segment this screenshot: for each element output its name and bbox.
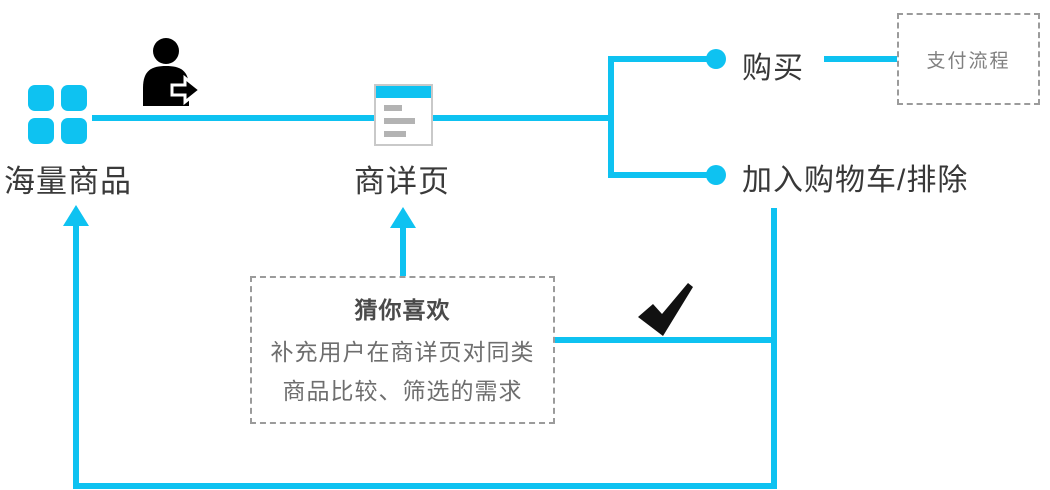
recommend-arrow-line <box>400 226 406 278</box>
left-return-line <box>73 224 79 485</box>
grid-square <box>28 85 54 111</box>
detail-page-label: 商详页 <box>354 164 450 199</box>
document-icon-header <box>376 86 431 98</box>
products-label: 海量商品 <box>4 164 132 199</box>
arrow-up-to-detail-icon <box>390 207 416 228</box>
document-icon-textline <box>384 131 406 137</box>
right-return-line <box>771 208 777 489</box>
bottom-return-line <box>73 483 777 489</box>
cart-endpoint-dot <box>706 165 726 185</box>
arrow-up-to-products-icon <box>63 205 89 226</box>
recommend-title: 猜你喜欢 <box>354 297 451 323</box>
user-forward-icon <box>143 38 203 106</box>
flow-line-products-to-detail <box>92 115 614 121</box>
branch-vertical-line <box>608 56 614 178</box>
buy-endpoint-dot <box>706 49 726 69</box>
payment-box: 支付流程 <box>897 13 1040 105</box>
grid-square <box>61 118 87 144</box>
grid-square <box>28 118 54 144</box>
buy-label: 购买 <box>742 52 804 85</box>
document-icon <box>374 84 433 146</box>
recommend-to-return-line <box>553 337 773 343</box>
recommend-box: 猜你喜欢 补充用户在商详页对同类 商品比较、筛选的需求 <box>250 276 555 424</box>
branch-top-line <box>608 56 710 62</box>
add-cart-label: 加入购物车/排除 <box>742 164 969 197</box>
document-icon-textline <box>384 118 415 124</box>
recommend-line1: 补充用户在商详页对同类 <box>270 339 535 365</box>
checkmark-icon <box>638 283 693 336</box>
branch-bottom-line <box>608 172 710 178</box>
recommend-line2: 商品比较、筛选的需求 <box>282 378 523 404</box>
grid-square <box>61 85 87 111</box>
buy-to-payment-line <box>824 56 898 62</box>
document-icon-textline <box>384 105 402 111</box>
products-grid-icon <box>28 85 88 145</box>
payment-label: 支付流程 <box>926 50 1011 72</box>
